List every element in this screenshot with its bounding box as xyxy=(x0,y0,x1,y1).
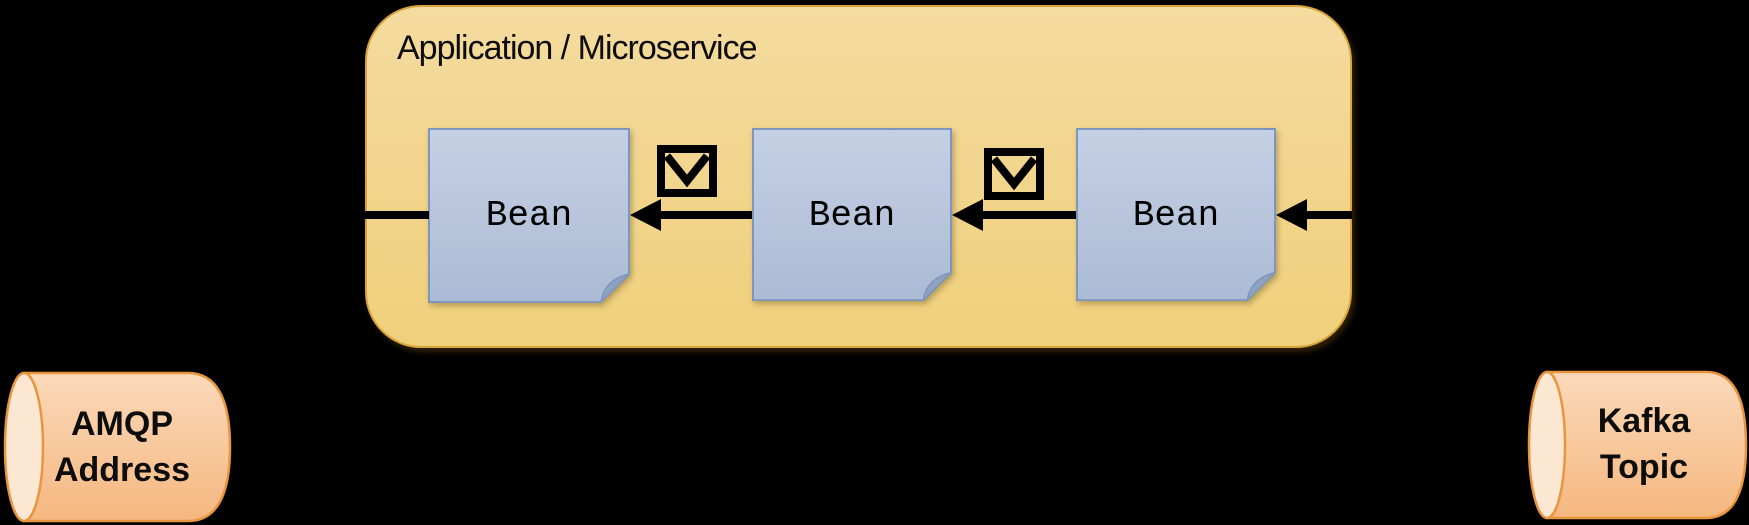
bean-node-1: Bean xyxy=(428,128,630,303)
amqp-address-label: AMQP Address xyxy=(32,401,212,493)
bean-node-2: Bean xyxy=(752,128,952,303)
note-shape xyxy=(752,128,952,302)
bean-label: Bean xyxy=(485,195,573,236)
kafka-topic-cylinder: Kafka Topic xyxy=(1526,370,1748,520)
cylinder-body xyxy=(1545,370,1748,520)
cylinder-shape xyxy=(1527,370,1748,520)
amqp-address-cylinder: AMQP Address xyxy=(2,371,232,523)
bean-label: Bean xyxy=(1132,195,1220,236)
bean-label: Bean xyxy=(808,195,896,236)
cylinder-shape xyxy=(3,371,232,523)
kafka-label-line2: Topic xyxy=(1599,448,1689,486)
cylinder-cap xyxy=(1527,370,1567,520)
note-fold-corner xyxy=(600,272,630,303)
amqp-label-line2: Address xyxy=(53,451,191,489)
note-fold-corner xyxy=(922,271,952,302)
kafka-topic-label: Kafka Topic xyxy=(1554,398,1734,490)
note-shape xyxy=(428,128,630,303)
note-shape xyxy=(1076,128,1276,302)
note-fold-corner xyxy=(1246,271,1276,302)
amqp-label-line1: AMQP xyxy=(71,405,173,443)
kafka-label-line1: Kafka xyxy=(1597,402,1691,440)
cylinder-body xyxy=(22,371,232,523)
application-title: Application / Microservice xyxy=(397,29,757,67)
bean-node-3: Bean xyxy=(1076,128,1276,303)
cylinder-cap xyxy=(3,371,45,523)
